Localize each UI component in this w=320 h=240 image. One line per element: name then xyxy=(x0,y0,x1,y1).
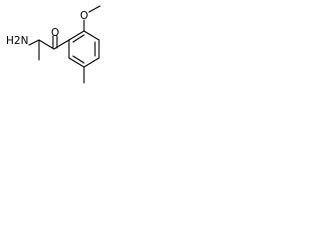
chemical-structure-diagram: O O H2N xyxy=(6,5,101,84)
ring-bond-4 xyxy=(83,57,100,68)
methoxy-oxygen-label: O xyxy=(80,10,88,22)
ring-double-bond-inner-3 xyxy=(72,55,85,64)
methoxy-bond-o-ch3 xyxy=(88,5,101,13)
alpha-to-amine-bond xyxy=(28,39,40,46)
ring-double-bond-inner-1 xyxy=(72,34,85,43)
carbonyl-oxygen-label: O xyxy=(51,27,59,39)
ring-bond-5 xyxy=(68,57,85,68)
ring-bond-1 xyxy=(68,30,85,41)
carbonyl-to-alpha-bond xyxy=(38,39,55,50)
ring-bond-2 xyxy=(83,30,100,41)
ring-to-carbonyl-bond xyxy=(53,39,70,50)
amine-label: H2N xyxy=(6,35,28,47)
